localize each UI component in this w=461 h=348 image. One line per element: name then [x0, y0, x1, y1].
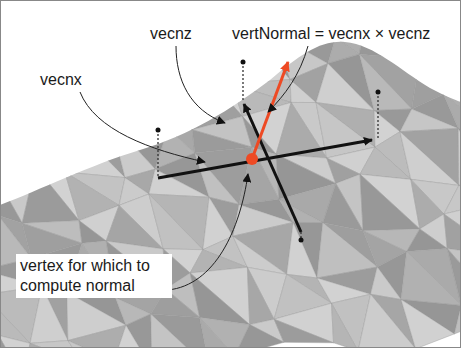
callout-label: vecnz	[150, 24, 192, 44]
callout-label: vertex for which to compute normal	[16, 254, 172, 298]
callout-label: vertNormal = vecnx × vecnz	[232, 24, 430, 44]
callout-label: vecnx	[40, 70, 82, 90]
vectors	[156, 60, 381, 243]
